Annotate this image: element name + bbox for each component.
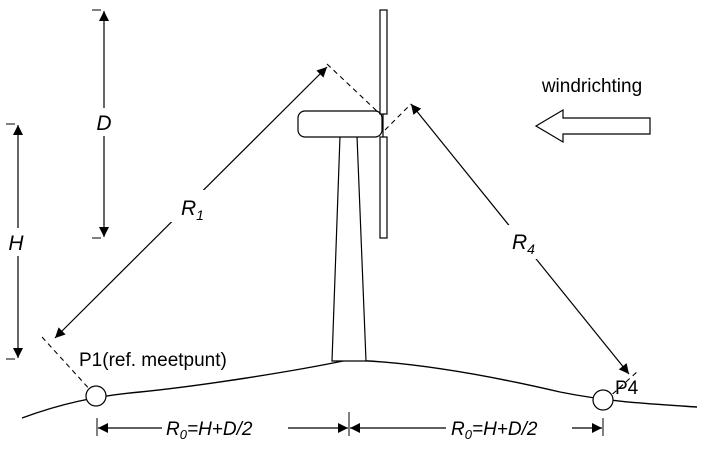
wind-direction-arrow xyxy=(534,108,651,144)
turbine-blade-lower xyxy=(379,136,388,239)
turbine-nacelle xyxy=(297,110,383,138)
label-r0-left: R0=H+D/2 xyxy=(166,419,253,442)
label-r4: R4 xyxy=(512,231,535,257)
measurement-point-p4 xyxy=(592,389,614,411)
label-p4: P4 xyxy=(615,378,639,399)
label-d: D xyxy=(96,112,111,135)
measurement-point-p1 xyxy=(85,385,107,407)
label-wind-direction: windrichting xyxy=(541,76,642,97)
dashed-line-p4 xyxy=(605,370,639,401)
label-r0-right: R0=H+D/2 xyxy=(451,419,538,442)
label-r1: R1 xyxy=(181,197,204,223)
turbine-blade-upper xyxy=(379,9,388,115)
dashed-line-r4-top xyxy=(384,103,412,131)
dashed-line-r1-top xyxy=(326,63,381,115)
dashed-line-p1 xyxy=(41,336,94,394)
label-h: H xyxy=(8,232,24,255)
turbine-tower xyxy=(331,135,367,362)
label-p1: P1(ref. meetpunt) xyxy=(79,350,227,371)
